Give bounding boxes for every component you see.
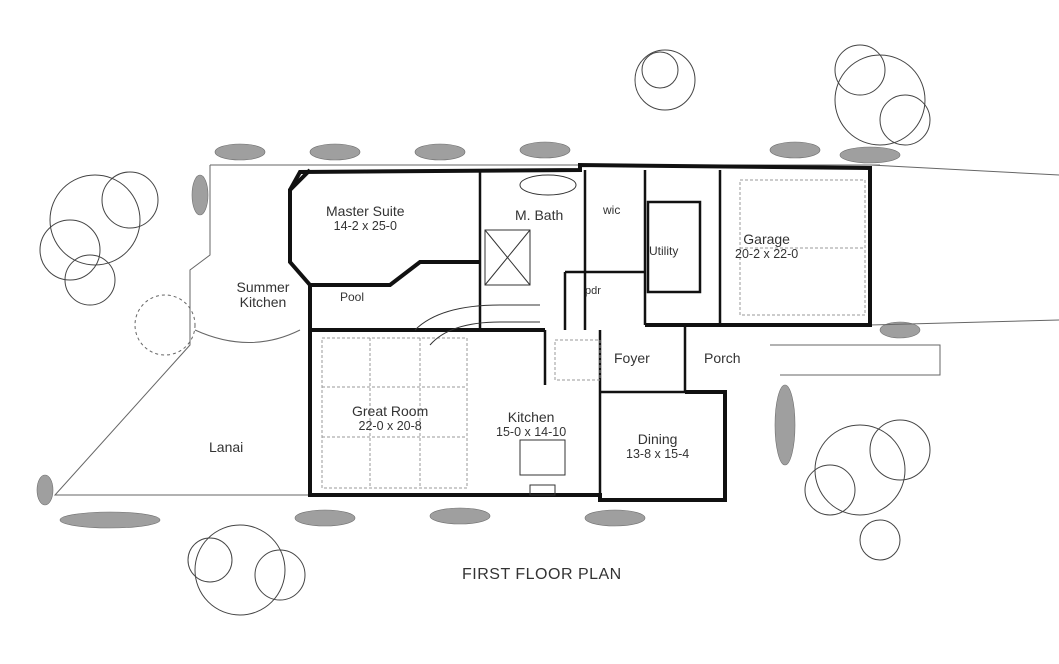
room-label-wic: wic: [603, 203, 621, 217]
room-label-summer-kitchen: Summer Kitchen: [236, 279, 290, 310]
room-label-porch: Porch: [704, 350, 741, 366]
room-label-utility: Utility: [649, 244, 679, 258]
tree-icon: [39, 44, 931, 616]
room-label-m-bath: M. Bath: [515, 207, 564, 223]
room-label-foyer: Foyer: [614, 350, 650, 366]
room-label-pool: Pool: [340, 290, 365, 304]
plan-title: FIRST FLOOR PLAN: [462, 566, 622, 583]
room-label-lanai: Lanai: [209, 439, 244, 455]
shrub-icon: [36, 141, 921, 529]
room-label-pdr: pdr: [585, 285, 601, 297]
